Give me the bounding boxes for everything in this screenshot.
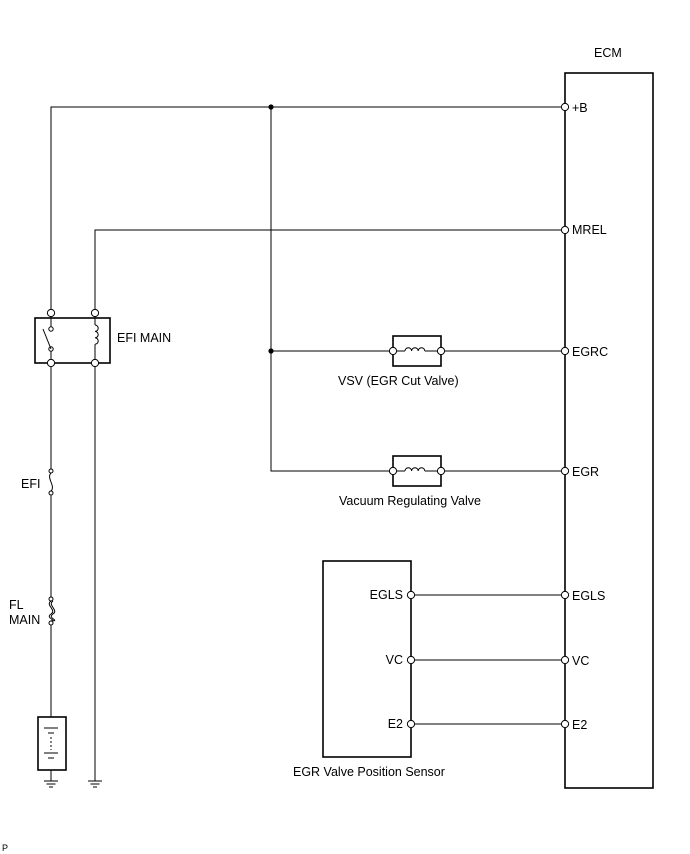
ground-icon-relay [88,780,102,788]
vsv-label: VSV (EGR Cut Valve) [338,374,459,388]
wire-plus-b [50,104,561,472]
ecm-terminal-vc [560,655,570,665]
sensor-terminal-e2 [406,719,416,729]
vrv-label: Vacuum Regulating Valve [339,494,481,508]
wire-mrel [94,229,561,313]
sensor-pin-egls: EGLS [370,588,403,602]
ecm-pin-egrc: EGRC [572,345,608,359]
sensor-label: EGR Valve Position Sensor [293,765,445,779]
ecm-pin-vc: VC [572,654,589,668]
ecm-pin-egr: EGR [572,465,599,479]
fl-main-fusible-link [48,596,56,626]
ground-icon-battery [44,770,58,788]
ecm-terminal-egls [560,590,570,600]
ecm-pin-e2: E2 [572,718,587,732]
battery-icon [37,716,67,771]
ecm-pin-plus-b: +B [572,101,588,115]
ecm-pin-mrel: MREL [572,223,607,237]
ecm-pin-egls: EGLS [572,589,605,603]
ecm-label: ECM [594,46,622,60]
ecm-terminal-e2 [560,719,570,729]
sensor-terminal-vc [406,655,416,665]
egr-valve-position-sensor-box [322,560,412,758]
vsv-egr-cut-valve [388,335,446,367]
fl-main-label-line1: FL [9,598,24,612]
fl-main-label-line2: MAIN [9,613,40,627]
sensor-terminal-egls [406,590,416,600]
efi-main-label: EFI MAIN [117,331,171,345]
ecm-terminal-plus-b [560,102,570,112]
efi-fuse [48,468,54,496]
vacuum-regulating-valve [388,455,446,487]
ecm-box [564,72,654,789]
ecm-terminal-mrel [560,225,570,235]
efi-fuse-label: EFI [21,477,40,491]
ecm-terminal-egrc [560,346,570,356]
footer-mark: P [2,843,8,853]
ecm-terminal-egr [560,466,570,476]
sensor-pin-vc: VC [386,653,403,667]
sensor-pin-e2: E2 [388,717,403,731]
efi-main-relay [34,308,111,368]
